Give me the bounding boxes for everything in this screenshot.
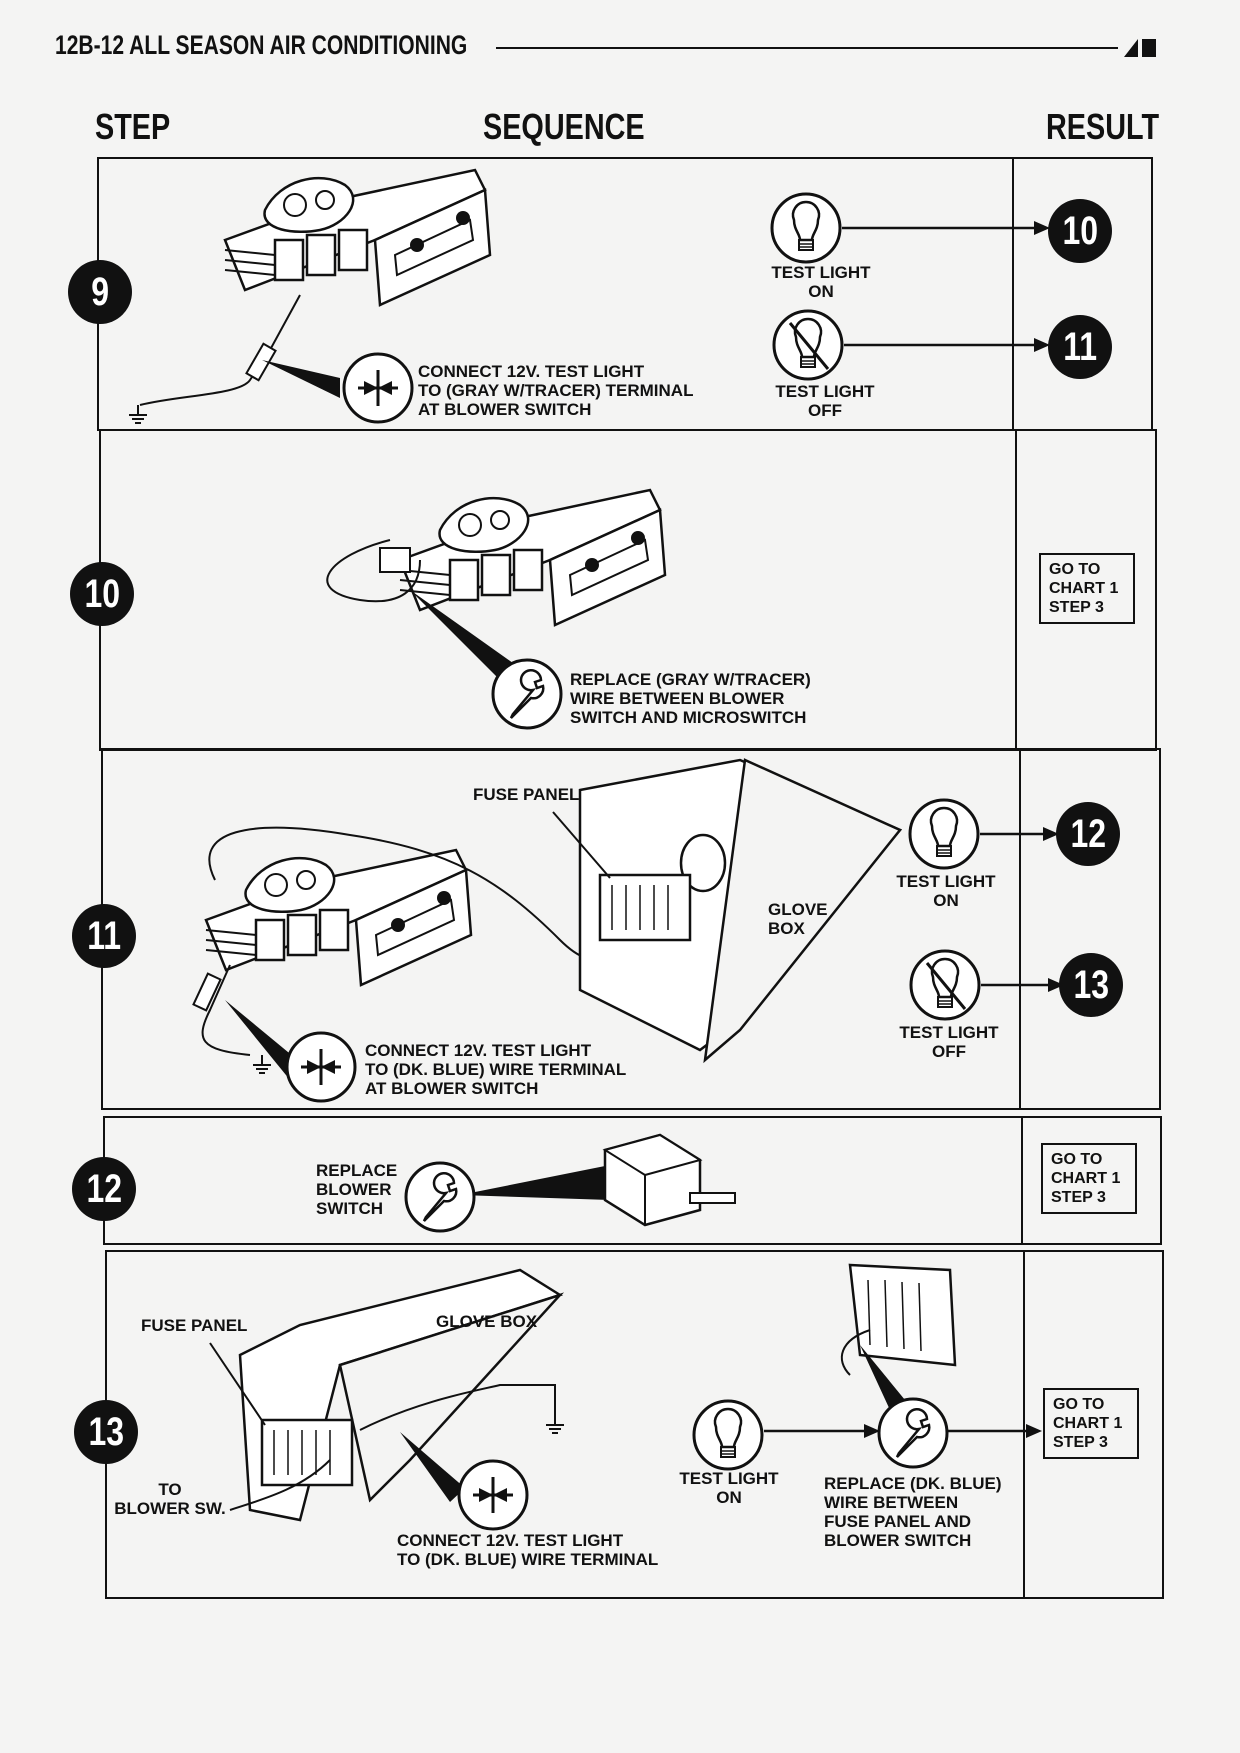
result-divider — [1019, 748, 1021, 1108]
step-13-fuse-panel-label: FUSE PANEL — [141, 1316, 248, 1335]
step-11-light-off-label: TEST LIGHT OFF — [899, 1023, 999, 1061]
header-rule — [496, 47, 1118, 49]
step-9-instruction: CONNECT 12V. TEST LIGHT TO (GRAY W/TRACE… — [418, 362, 694, 419]
publisher-logo — [1124, 39, 1156, 57]
step-13-light-on-label: TEST LIGHT ON — [679, 1469, 779, 1507]
step-10-illustration — [326, 488, 667, 730]
result-divider — [1015, 429, 1017, 749]
step-9-badge: 9 — [68, 260, 132, 324]
step-10-badge: 10 — [70, 562, 134, 626]
step-12-instruction: REPLACE BLOWER SWITCH — [316, 1161, 398, 1218]
step-11-result-on[interactable]: 12 — [1056, 802, 1120, 866]
step-11-illustration — [192, 758, 1064, 1103]
step-11-glove-box-label: GLOVE BOX — [768, 900, 828, 938]
step-11-light-on-label: TEST LIGHT ON — [896, 872, 996, 910]
step-9-illustration — [128, 168, 1050, 424]
section-title: 12B-12 ALL SEASON AIR CONDITIONING — [55, 30, 468, 60]
step-11-result-off[interactable]: 13 — [1059, 953, 1123, 1017]
step-column-heading: STEP — [95, 106, 171, 147]
step-10-instruction: REPLACE (GRAY W/TRACER) WIRE BETWEEN BLO… — [570, 670, 811, 727]
step-12-illustration — [404, 1133, 736, 1233]
step-12-badge: 12 — [72, 1157, 136, 1221]
step-9-light-on-label: TEST LIGHT ON — [771, 263, 871, 301]
step-9-light-off-label: TEST LIGHT OFF — [775, 382, 875, 420]
step-13-instruction: CONNECT 12V. TEST LIGHT TO (DK. BLUE) WI… — [397, 1531, 659, 1569]
step-13-to-blower-label: TO BLOWER SW. — [114, 1480, 226, 1518]
step-11-instruction: CONNECT 12V. TEST LIGHT TO (DK. BLUE) WI… — [365, 1041, 627, 1098]
step-13-glove-box-label: GLOVE BOX — [436, 1312, 538, 1331]
sequence-column-heading: SEQUENCE — [483, 106, 645, 147]
step-9-result-on[interactable]: 10 — [1048, 199, 1112, 263]
step-13-illustration — [209, 1263, 1042, 1531]
step-11-badge: 11 — [72, 904, 136, 968]
result-column-heading: RESULT — [1046, 106, 1160, 147]
step-13-replace-instruction: REPLACE (DK. BLUE) WIRE BETWEEN FUSE PAN… — [824, 1474, 1002, 1550]
result-divider — [1023, 1250, 1025, 1597]
result-divider — [1021, 1116, 1023, 1243]
result-divider — [1012, 157, 1014, 429]
step-9-result-off[interactable]: 11 — [1048, 315, 1112, 379]
step-13-badge: 13 — [74, 1400, 138, 1464]
step-11-fuse-panel-label: FUSE PANEL — [473, 785, 580, 804]
